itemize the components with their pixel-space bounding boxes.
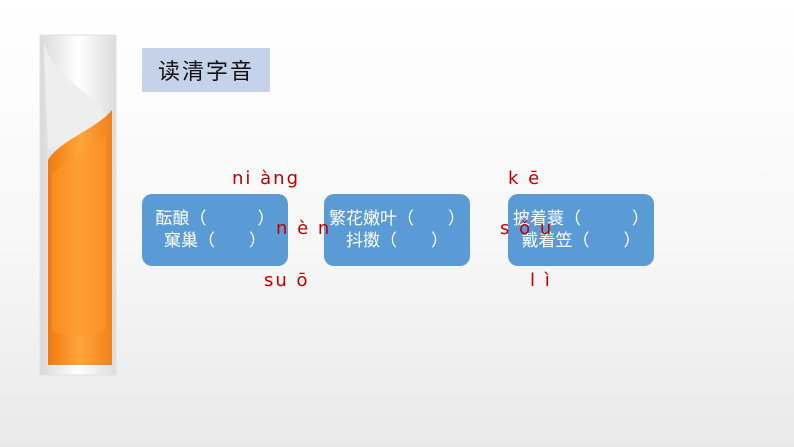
- pinyin-ke: k ē: [508, 168, 542, 189]
- card-line: 酝酿（ ）: [155, 209, 275, 229]
- pinyin-sou: s ǒ u: [500, 218, 554, 239]
- orange-tube-decoration: [39, 34, 117, 376]
- card-line: 披着蓑（ ）: [513, 209, 649, 229]
- pinyin-niang: ni àng: [232, 168, 300, 189]
- card-line: 窠巢（ ）: [164, 231, 266, 251]
- word-card-2: 繁花嫩叶（ ） 抖擞（ ）: [324, 194, 470, 266]
- pinyin-nen: n è n: [276, 218, 332, 239]
- word-card-3: 披着蓑（ ） 戴着笠（ ）: [508, 194, 654, 266]
- card-line: 繁花嫩叶（ ）: [329, 209, 465, 229]
- pinyin-li: l ì: [530, 270, 552, 291]
- word-card-1: 酝酿（ ） 窠巢（ ）: [142, 194, 288, 266]
- card-line: 戴着笠（ ）: [521, 231, 641, 251]
- section-title: 读清字音: [142, 48, 270, 92]
- card-line: 抖擞（ ）: [346, 231, 448, 251]
- pinyin-suo: su ō: [264, 270, 310, 291]
